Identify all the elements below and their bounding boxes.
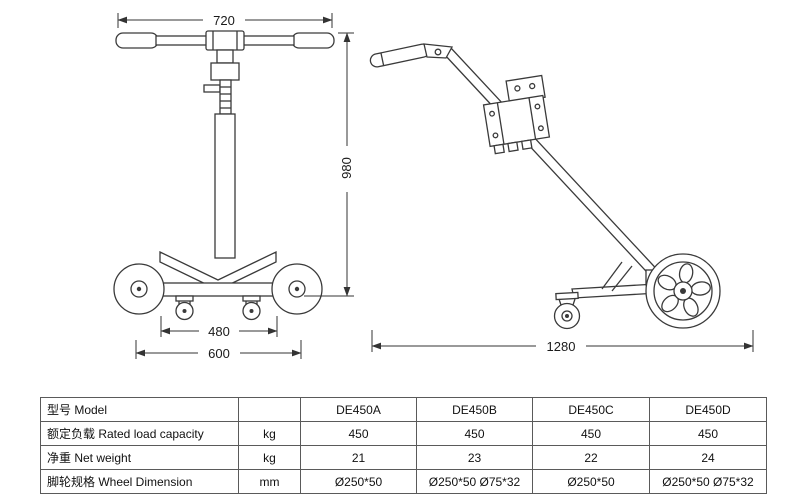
wheel-dimension-a-cell: Ø250*50 (300, 469, 417, 494)
front-caster-right (242, 295, 261, 321)
dim-front-height: 980 (339, 157, 354, 179)
wheel-dimension-d-cell: Ø250*50 Ø75*32 (649, 469, 767, 494)
dim-side-overall-length: 1280 (547, 339, 576, 354)
base-frame (571, 283, 659, 299)
net-weight-c-cell: 22 (532, 445, 650, 470)
column (214, 113, 236, 259)
wheel-dimension-c-cell: Ø250*50 (532, 469, 650, 494)
front-caster-left (175, 295, 194, 321)
front-view (113, 30, 335, 321)
dim-front-top-width: 720 (213, 13, 235, 28)
jack-lever (203, 84, 221, 93)
dim-front-inner-width: 480 (208, 324, 230, 339)
handle-grip-right (291, 32, 335, 49)
main-beam (443, 47, 665, 284)
side-view (369, 43, 721, 330)
rated-load-a-cell: 450 (300, 421, 417, 446)
model-row-unit (238, 397, 301, 422)
technical-drawing: 720 980 480 600 (113, 12, 754, 361)
side-handle-grip (369, 43, 431, 68)
rated-load-b-cell: 450 (416, 421, 533, 446)
table-row-model: 型号 Model DE450A DE450B DE450C DE450D (40, 397, 767, 422)
side-wheel (645, 253, 721, 329)
handle-grip-left (115, 32, 159, 49)
model-c-cell: DE450C (532, 397, 650, 422)
jack-rod (219, 79, 232, 115)
front-wheel-left (113, 263, 165, 315)
net-weight-d-cell: 24 (649, 445, 767, 470)
side-caster (553, 291, 581, 330)
table-row-wheel-dimension: 脚轮规格 Wheel Dimension mm Ø250*50 Ø250*50 … (40, 469, 767, 494)
wheel-dimension-b-cell: Ø250*50 Ø75*32 (416, 469, 533, 494)
model-d-cell: DE450D (649, 397, 767, 422)
rated-load-unit: kg (238, 421, 301, 446)
wheel-dimension-unit: mm (238, 469, 301, 494)
base-bar (145, 282, 291, 297)
model-b-cell: DE450B (416, 397, 533, 422)
model-row-label: 型号 Model (40, 397, 239, 422)
wheel-dimension-row-label: 脚轮规格 Wheel Dimension (40, 469, 239, 494)
rated-load-row-label: 额定负载 Rated load capacity (40, 421, 239, 446)
handle-clamp (205, 30, 245, 51)
model-a-cell: DE450A (300, 397, 417, 422)
net-weight-unit: kg (238, 445, 301, 470)
rated-load-d-cell: 450 (649, 421, 767, 446)
front-wheel-right (271, 263, 323, 315)
rated-load-c-cell: 450 (532, 421, 650, 446)
table-row-rated-load: 额定负载 Rated load capacity kg 450 450 450 … (40, 421, 767, 446)
net-weight-b-cell: 23 (416, 445, 533, 470)
net-weight-a-cell: 21 (300, 445, 417, 470)
dim-front-outer-width: 600 (208, 346, 230, 361)
clamp-assembly (482, 74, 551, 155)
net-weight-row-label: 净重 Net weight (40, 445, 239, 470)
table-row-net-weight: 净重 Net weight kg 21 23 22 24 (40, 445, 767, 470)
spec-table: 型号 Model DE450A DE450B DE450C DE450D 额定负… (40, 397, 767, 494)
